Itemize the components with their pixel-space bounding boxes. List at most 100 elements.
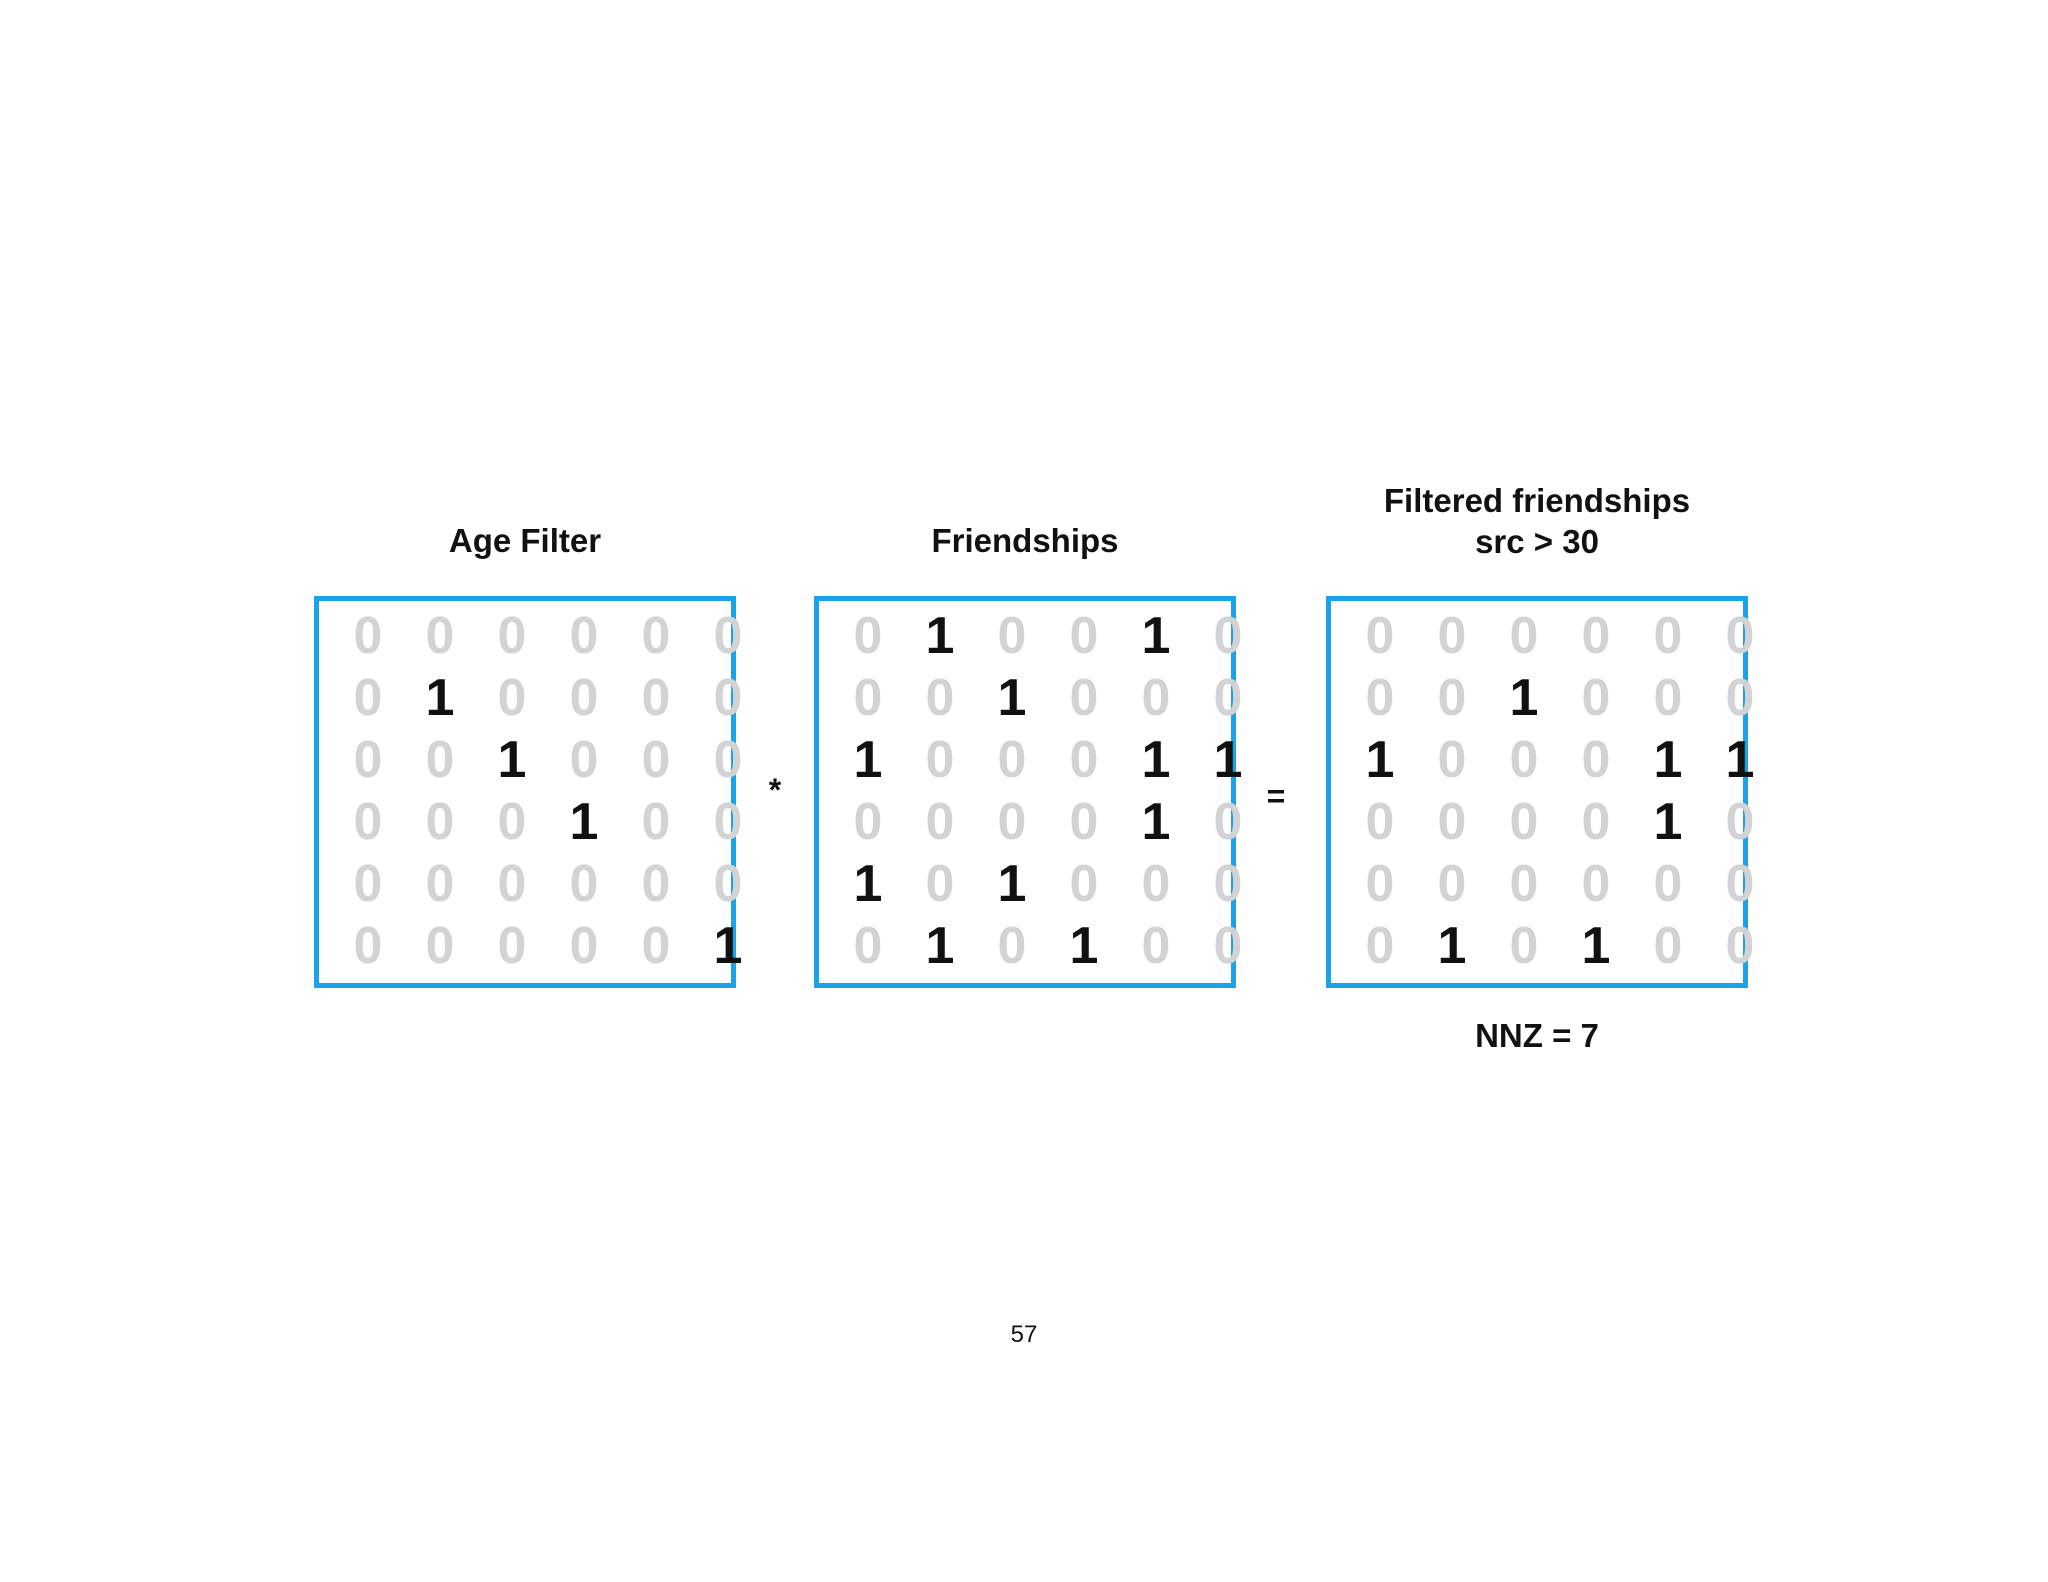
matrix-cell: 1	[997, 669, 1027, 727]
matrix-cell: 0	[1213, 669, 1243, 727]
matrix-cell: 0	[925, 669, 955, 727]
matrix-cell: 0	[1509, 607, 1539, 665]
matrix-cell: 0	[497, 855, 527, 913]
matrix-cell: 0	[641, 669, 671, 727]
matrix-cell: 1	[925, 917, 955, 975]
title-line: Age Filter	[448, 522, 602, 559]
matrix-cell: 0	[1141, 669, 1171, 727]
matrix-cell: 1	[1653, 793, 1683, 851]
matrix-cell: 0	[425, 855, 455, 913]
matrix-cell: 1	[1653, 731, 1683, 789]
matrix-cell: 0	[1581, 669, 1611, 727]
matrix-cell: 0	[997, 731, 1027, 789]
matrix-cell: 1	[997, 855, 1027, 913]
matrix-cell: 0	[425, 917, 455, 975]
matrix-cell: 0	[853, 669, 883, 727]
matrix-cell: 0	[1581, 731, 1611, 789]
matrix-cell: 0	[1509, 917, 1539, 975]
matrix-cell: 0	[1365, 793, 1395, 851]
title-line: Filtered friendships	[1383, 482, 1691, 519]
matrix-cell: 0	[1437, 731, 1467, 789]
matrix-cell: 1	[497, 731, 527, 789]
matrix-cell: 0	[641, 917, 671, 975]
matrix-cell: 0	[1437, 669, 1467, 727]
matrix-cell: 0	[497, 793, 527, 851]
matrix-cell: 0	[569, 855, 599, 913]
matrix-title: Filtered friendships src > 30	[1326, 480, 1748, 562]
matrix-cell: 0	[713, 669, 743, 727]
matrix-cell: 0	[1365, 855, 1395, 913]
page-number: 57	[1010, 1321, 1038, 1348]
matrix-cell: 0	[1069, 855, 1099, 913]
matrix-cell: 0	[425, 793, 455, 851]
matrix-cell: 0	[569, 607, 599, 665]
matrix-cell: 0	[353, 793, 383, 851]
matrix-cell: 1	[713, 917, 743, 975]
matrix-cell: 0	[997, 917, 1027, 975]
matrix-cell: 0	[1725, 917, 1755, 975]
matrix-cell: 0	[641, 793, 671, 851]
matrix-cell: 0	[1725, 607, 1755, 665]
matrix-cell: 0	[1141, 917, 1171, 975]
matrix-cell: 0	[1437, 855, 1467, 913]
matrix-cell: 1	[1437, 917, 1467, 975]
matrix-cell: 0	[569, 731, 599, 789]
matrix-cell: 0	[425, 607, 455, 665]
title-line: Friendships	[931, 522, 1119, 559]
matrix-cell: 0	[925, 731, 955, 789]
matrix-cell: 0	[853, 793, 883, 851]
matrix-cell: 0	[925, 855, 955, 913]
matrix-cell: 1	[1365, 731, 1395, 789]
matrix-cell: 0	[853, 917, 883, 975]
matrix-cell: 0	[1725, 793, 1755, 851]
nnz-caption: NNZ = 7	[1475, 1017, 1599, 1054]
matrix-title: Age Filter	[314, 520, 736, 561]
matrix-cell: 0	[1725, 669, 1755, 727]
matrix-cell: 0	[569, 669, 599, 727]
matrix-cell: 0	[1437, 607, 1467, 665]
matrix-cell: 0	[1509, 793, 1539, 851]
matrix-title: Friendships	[814, 520, 1236, 561]
matrix-cell: 1	[1141, 793, 1171, 851]
matrix-cell: 0	[1581, 607, 1611, 665]
matrix-cell: 0	[1653, 855, 1683, 913]
matrix-cell: 0	[1725, 855, 1755, 913]
matrix-cell: 1	[1725, 731, 1755, 789]
matrix-cell: 0	[641, 731, 671, 789]
matrix-cell: 0	[1509, 855, 1539, 913]
matrix-cell: 0	[1069, 607, 1099, 665]
matrix-cell: 0	[353, 669, 383, 727]
matrix-cell: 1	[853, 731, 883, 789]
matrix-cell: 0	[1141, 855, 1171, 913]
matrix-cell: 0	[713, 731, 743, 789]
matrix-cell: 1	[1069, 917, 1099, 975]
matrix-cell: 0	[925, 793, 955, 851]
matrix-cell: 0	[1437, 793, 1467, 851]
matrix-cell: 0	[997, 607, 1027, 665]
matrix-cell: 0	[641, 855, 671, 913]
matrix-cell: 0	[713, 607, 743, 665]
title-line: src > 30	[1475, 523, 1599, 560]
matrix-cell: 1	[925, 607, 955, 665]
matrix-cell: 0	[497, 607, 527, 665]
matrix-cell: 0	[497, 669, 527, 727]
matrix-cell: 0	[1653, 669, 1683, 727]
multiply-operator: *	[768, 772, 782, 808]
matrix-cell: 0	[853, 607, 883, 665]
matrix-cell: 1	[1141, 607, 1171, 665]
matrix-cell: 0	[569, 917, 599, 975]
matrix-cell: 0	[1213, 793, 1243, 851]
equals-operator: =	[1266, 778, 1286, 814]
matrix-cell: 1	[1581, 917, 1611, 975]
matrix-cell: 0	[1653, 607, 1683, 665]
matrix-cell: 1	[425, 669, 455, 727]
matrix-cell: 0	[1581, 793, 1611, 851]
matrix-cell: 0	[1213, 607, 1243, 665]
matrix-cell: 0	[1213, 855, 1243, 913]
matrix-cell: 0	[497, 917, 527, 975]
